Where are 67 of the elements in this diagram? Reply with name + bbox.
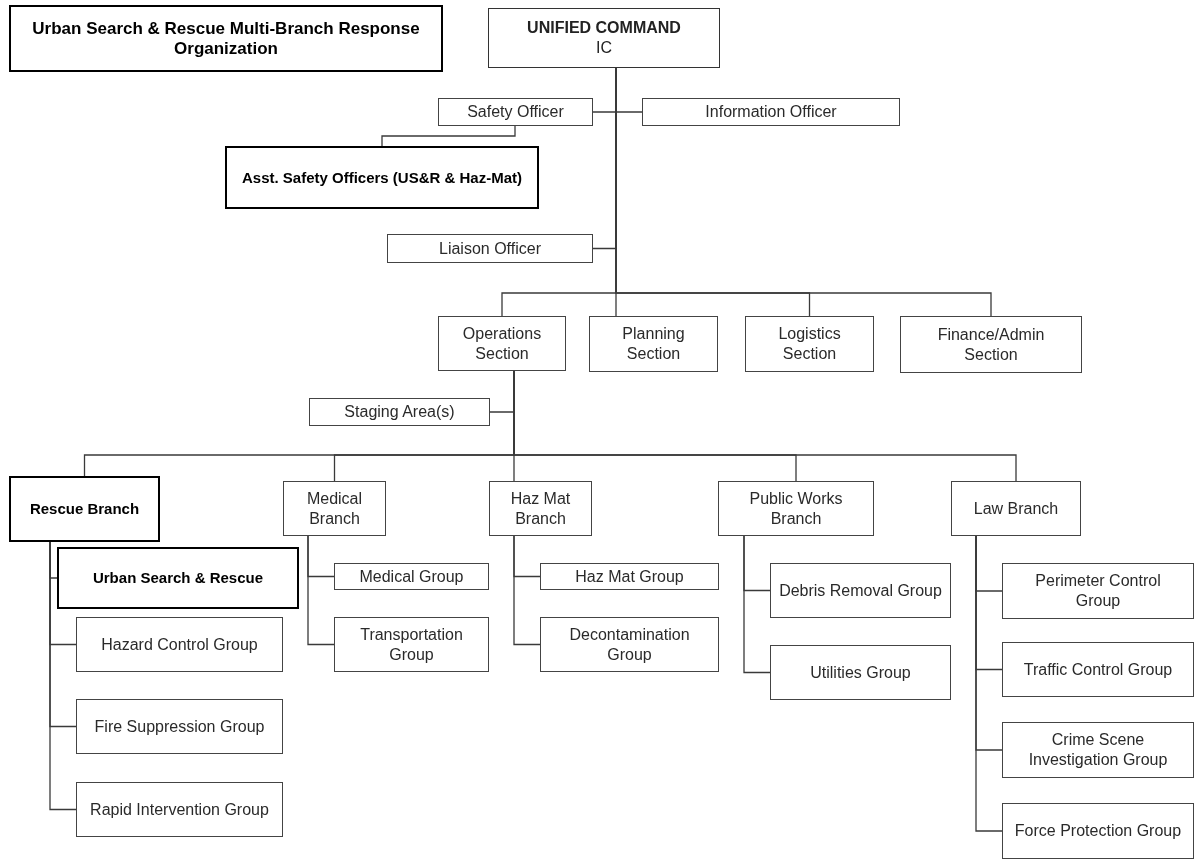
- connector-line: [381, 125, 516, 147]
- org-box: [718, 481, 874, 536]
- org-box: [770, 645, 951, 700]
- title-box: [9, 5, 443, 72]
- position-label: Law Branch: [973, 498, 1059, 519]
- org-box: [1002, 803, 1194, 859]
- org-box: [76, 617, 283, 672]
- connector-line: [307, 535, 335, 646]
- position-label: Liaison Officer: [439, 238, 541, 259]
- position-label: Transportation Group: [359, 624, 464, 665]
- position-label: Decontamination Group: [568, 624, 691, 665]
- org-box: [76, 782, 283, 837]
- org-box: [387, 234, 593, 263]
- org-box: [540, 563, 719, 590]
- position-label: Haz Mat Branch: [509, 488, 572, 529]
- position-label: Rescue Branch: [29, 500, 140, 518]
- org-box: [438, 316, 566, 371]
- position-label: Medical Branch: [305, 488, 364, 529]
- org-box: [334, 617, 489, 672]
- org-box: [9, 476, 160, 542]
- position-label: Asst. Safety Officers (US&R & Haz-Mat): [241, 168, 523, 187]
- org-box: [438, 98, 593, 126]
- connector-line: [975, 535, 1003, 832]
- position-label: Force Protection Group: [1014, 821, 1182, 841]
- org-box: [57, 547, 299, 609]
- connector-line: [513, 535, 541, 646]
- position-label: Finance/Admin Section: [936, 324, 1046, 365]
- org-box: [951, 481, 1081, 536]
- position-label: Perimeter Control Group: [1034, 571, 1162, 611]
- org-box: [642, 98, 900, 126]
- position-label: Staging Area(s): [344, 402, 455, 422]
- position-label: Hazard Control Group: [101, 634, 258, 655]
- org-box: [488, 8, 720, 68]
- position-label: Information Officer: [705, 102, 837, 122]
- position-label: Logistics Section: [777, 324, 842, 364]
- org-box: [489, 481, 592, 536]
- position-label: Operations Section: [461, 323, 543, 364]
- position-label: UNIFIED COMMAND: [527, 18, 681, 38]
- org-box: [1002, 563, 1194, 619]
- position-label: Rapid Intervention Group: [90, 799, 269, 820]
- org-box: [309, 398, 490, 426]
- connector-line: [49, 541, 77, 811]
- org-box: [225, 146, 539, 209]
- position-label: Haz Mat Group: [575, 566, 684, 587]
- chart-title: Urban Search & Rescue Multi-Branch Response Organization: [31, 18, 421, 59]
- position-label: Debris Removal Group: [779, 580, 942, 601]
- position-label: Crime Scene Investigation Group: [1027, 730, 1169, 770]
- org-box: [283, 481, 386, 536]
- org-box: [76, 699, 283, 754]
- position-label: IC: [596, 38, 612, 58]
- org-box: [334, 563, 489, 590]
- org-box: [589, 316, 718, 372]
- position-label: Public Works Branch: [748, 488, 844, 529]
- position-label: Fire Suppression Group: [94, 716, 265, 737]
- org-box: [745, 316, 874, 372]
- position-label: Planning Section: [621, 324, 686, 364]
- position-label: Urban Search & Rescue: [92, 569, 264, 587]
- connector-line: [743, 535, 771, 674]
- position-label: Medical Group: [359, 566, 464, 587]
- org-box: [1002, 642, 1194, 697]
- position-label: Utilities Group: [810, 662, 911, 683]
- org-box: [900, 316, 1082, 373]
- org-box: [540, 617, 719, 672]
- position-label: Safety Officer: [467, 102, 564, 122]
- org-box: [1002, 722, 1194, 778]
- org-box: [770, 563, 951, 618]
- position-label: Traffic Control Group: [1023, 659, 1173, 680]
